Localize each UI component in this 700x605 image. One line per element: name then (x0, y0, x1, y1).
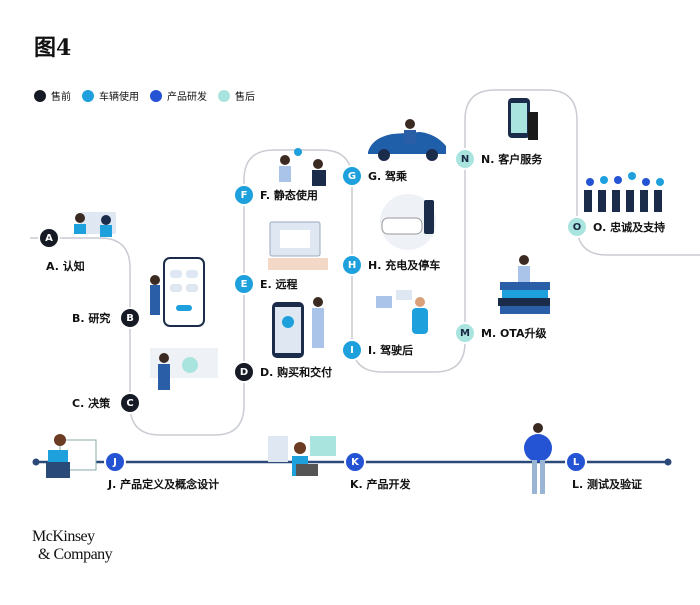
research-illustration (150, 257, 205, 327)
decision-illustration (150, 348, 218, 390)
stage-label-n: N. 客户服务 (481, 153, 543, 166)
stage-label-i: I. 驾驶后 (368, 344, 414, 357)
stage-node-b[interactable]: B (119, 307, 141, 329)
stage-node-i[interactable]: I (341, 339, 363, 361)
legend-dot-product-dev (150, 89, 162, 102)
driving-car-illustration (368, 119, 446, 161)
stage-label-m: M. OTA升级 (481, 327, 547, 340)
loyalty-illustration (584, 172, 664, 212)
stage-node-e[interactable]: E (233, 273, 255, 295)
stage-node-l[interactable]: L (565, 451, 587, 473)
stage-node-o[interactable]: O (566, 216, 588, 238)
line-start-dot (32, 458, 40, 466)
stage-label-b: B. 研究 (72, 312, 111, 325)
stage-label-c: C. 决策 (72, 397, 111, 410)
stage-label-f: F. 静态使用 (260, 189, 318, 202)
stage-node-n[interactable]: N (454, 148, 476, 170)
stage-node-f[interactable]: F (233, 184, 255, 206)
logo-line-1: McKinsey (32, 528, 95, 545)
stage-node-m[interactable]: M (454, 322, 476, 344)
stage-node-h[interactable]: H (341, 254, 363, 276)
stage-label-o: O. 忠诚及支持 (593, 221, 666, 234)
stage-node-j[interactable]: J (104, 451, 126, 473)
stage-label-l: L. 测试及验证 (572, 478, 643, 491)
after-driving-illustration (376, 290, 428, 334)
remote-illustration (268, 221, 328, 270)
stage-node-g[interactable]: G (341, 165, 363, 187)
charging-illustration (380, 194, 436, 250)
stage-label-h: H. 充电及停车 (368, 259, 441, 272)
concept-design-illustration (46, 434, 97, 478)
stage-label-j: J. 产品定义及概念设计 (108, 478, 220, 491)
ota-upgrade-illustration (498, 255, 550, 314)
logo-line-2: & Company (38, 546, 113, 563)
awareness-illustration (74, 212, 116, 237)
stage-label-d: D. 购买和交付 (260, 366, 333, 379)
stage-label-e: E. 远程 (260, 278, 298, 291)
testing-illustration (524, 423, 552, 494)
legend-label: 售后 (235, 92, 255, 103)
stage-node-d[interactable]: D (233, 361, 255, 383)
stage-node-c[interactable]: C (119, 392, 141, 414)
product-development-illustration (268, 436, 336, 476)
customer-journey-path (30, 89, 700, 436)
legend: 售前 车辆使用 产品研发 售后 (34, 88, 261, 103)
customer-service-illustration (508, 98, 538, 140)
stage-label-k: K. 产品开发 (350, 478, 411, 491)
legend-dot-vehicle-use (82, 89, 94, 102)
line-end-dot (664, 458, 672, 466)
figure-title: 图4 (34, 35, 72, 61)
stage-label-g: G. 驾乘 (368, 170, 408, 183)
stage-label-a: A. 认知 (46, 260, 85, 273)
mckinsey-logo: McKinsey & Company (32, 528, 113, 564)
static-use-illustration (279, 148, 326, 186)
stage-node-k[interactable]: K (344, 451, 366, 473)
legend-label: 车辆使用 (99, 92, 139, 103)
legend-label: 产品研发 (167, 92, 207, 103)
legend-dot-aftersale (218, 89, 230, 102)
legend-dot-presale (34, 89, 46, 102)
stage-node-a[interactable]: A (38, 227, 60, 249)
purchase-illustration (272, 297, 324, 358)
legend-label: 售前 (51, 92, 71, 103)
